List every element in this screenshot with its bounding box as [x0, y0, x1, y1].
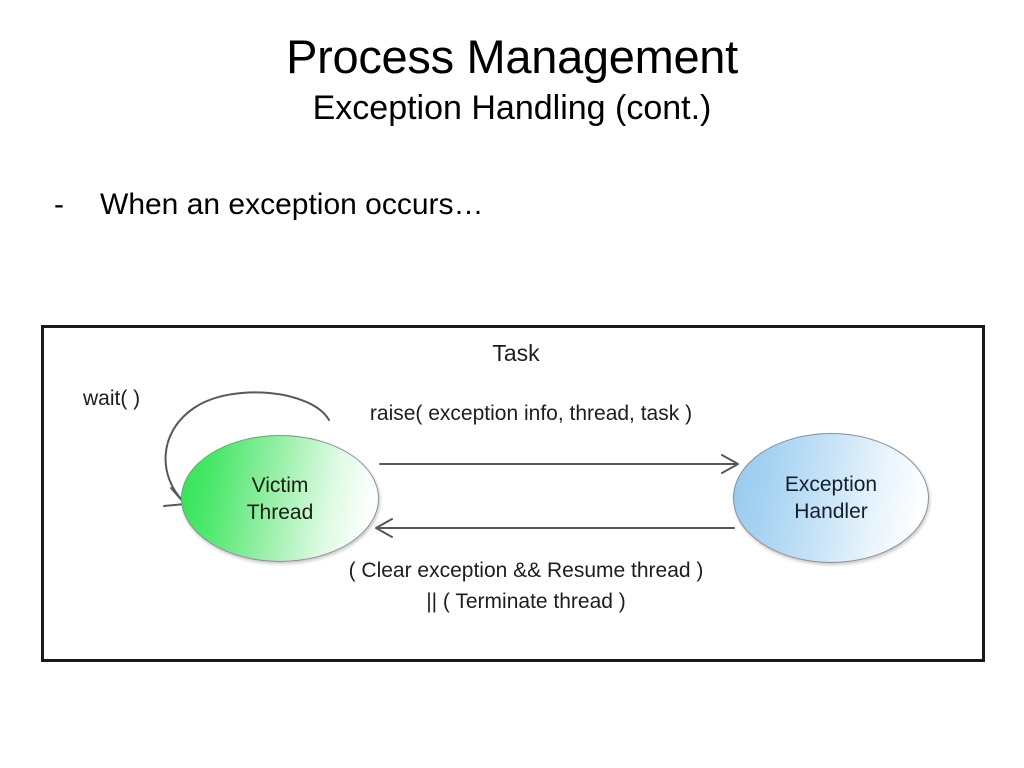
bullet-item: - When an exception occurs…: [54, 186, 484, 224]
task-diagram-container: Task wait( ) raise( exception info, thre…: [41, 325, 985, 662]
node-victim-thread-line1: Victim: [251, 473, 309, 497]
node-exception-handler-line2: Handler: [794, 500, 868, 523]
raise-arrow-head: [721, 454, 739, 474]
return-arrow-head: [375, 518, 393, 538]
edge-label-return-line2: || ( Terminate thread ): [426, 590, 626, 613]
node-exception-handler-line1: Exception: [784, 473, 878, 496]
diagram-canvas: Task wait( ) raise( exception info, thre…: [44, 328, 988, 665]
node-victim-thread-line2: Thread: [246, 500, 314, 524]
node-victim-thread[interactable]: Victim Thread: [181, 435, 379, 562]
node-exception-handler-label: Exception Handler: [785, 471, 877, 525]
diagram-container-label: Task: [492, 340, 540, 366]
page-title: Process Management: [286, 30, 738, 83]
edge-label-return-line1: ( Clear exception && Resume thread ): [348, 559, 704, 582]
page-subtitle: Exception Handling (cont.): [312, 89, 712, 127]
bullet-marker: -: [54, 188, 64, 221]
node-exception-handler[interactable]: Exception Handler: [733, 433, 929, 563]
bullet-text: When an exception occurs…: [100, 188, 484, 221]
node-victim-thread-label: Victim Thread: [247, 472, 314, 526]
slide-title-block: Process Management Exception Handling (c…: [0, 30, 1024, 128]
edge-label-wait: wait( ): [83, 387, 141, 410]
edge-label-raise: raise( exception info, thread, task ): [369, 402, 693, 425]
